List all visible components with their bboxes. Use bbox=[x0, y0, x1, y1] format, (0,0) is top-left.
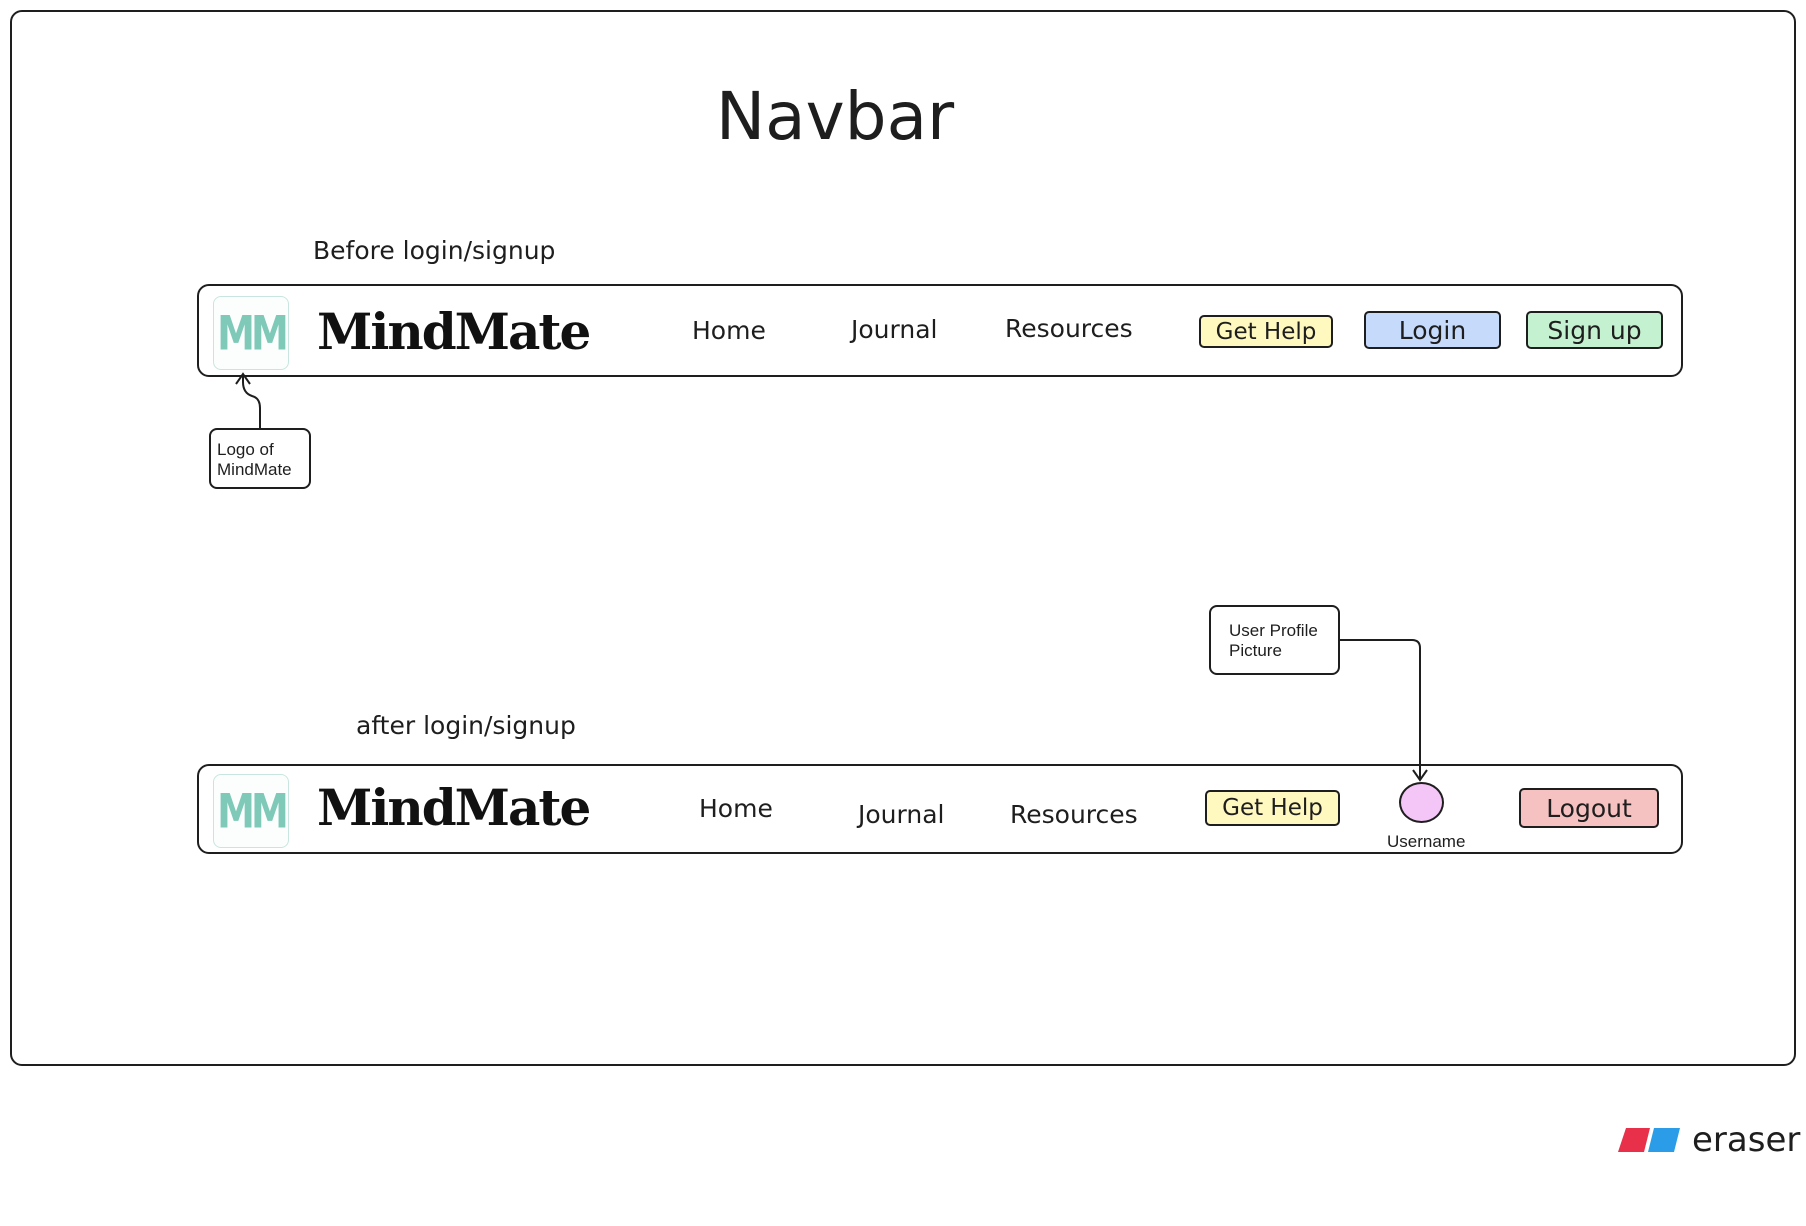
get-help-button[interactable]: Get Help bbox=[1199, 315, 1333, 348]
username-label[interactable]: Username bbox=[1387, 832, 1466, 851]
eraser-watermark-text: eraser bbox=[1692, 1120, 1801, 1160]
logout-button[interactable]: Logout bbox=[1519, 788, 1659, 828]
brand-name[interactable]: MindMate bbox=[317, 778, 591, 837]
nav-link-resources[interactable]: Resources bbox=[1005, 314, 1133, 343]
user-avatar[interactable] bbox=[1399, 782, 1444, 823]
section-label-before: Before login/signup bbox=[313, 236, 556, 265]
logo-text: MM bbox=[217, 783, 289, 839]
nav-link-home[interactable]: Home bbox=[699, 794, 773, 823]
nav-link-resources[interactable]: Resources bbox=[1010, 800, 1138, 829]
brand-name[interactable]: MindMate bbox=[317, 302, 591, 361]
eraser-logo-icon bbox=[1618, 1128, 1680, 1152]
nav-link-journal[interactable]: Journal bbox=[858, 800, 945, 829]
nav-link-journal[interactable]: Journal bbox=[851, 315, 938, 344]
section-label-after: after login/signup bbox=[356, 711, 576, 740]
eraser-watermark: eraser bbox=[1618, 1120, 1800, 1160]
diagram-title: Navbar bbox=[715, 78, 955, 155]
note-user-profile-picture: User Profile Picture bbox=[1209, 605, 1340, 675]
get-help-button[interactable]: Get Help bbox=[1205, 790, 1340, 826]
nav-link-home[interactable]: Home bbox=[692, 316, 766, 345]
navbar-before-login: MM MindMate Home Journal Resources Get H… bbox=[197, 284, 1683, 377]
navbar-after-login: MM MindMate Home Journal Resources Get H… bbox=[197, 764, 1683, 854]
note-logo-of-mindmate: Logo of MindMate bbox=[209, 428, 311, 489]
logo-icon[interactable]: MM bbox=[213, 774, 289, 848]
logo-icon[interactable]: MM bbox=[213, 296, 289, 370]
diagram-frame bbox=[10, 10, 1796, 1066]
signup-button[interactable]: Sign up bbox=[1526, 311, 1663, 349]
logo-text: MM bbox=[217, 305, 289, 361]
login-button[interactable]: Login bbox=[1364, 311, 1501, 349]
